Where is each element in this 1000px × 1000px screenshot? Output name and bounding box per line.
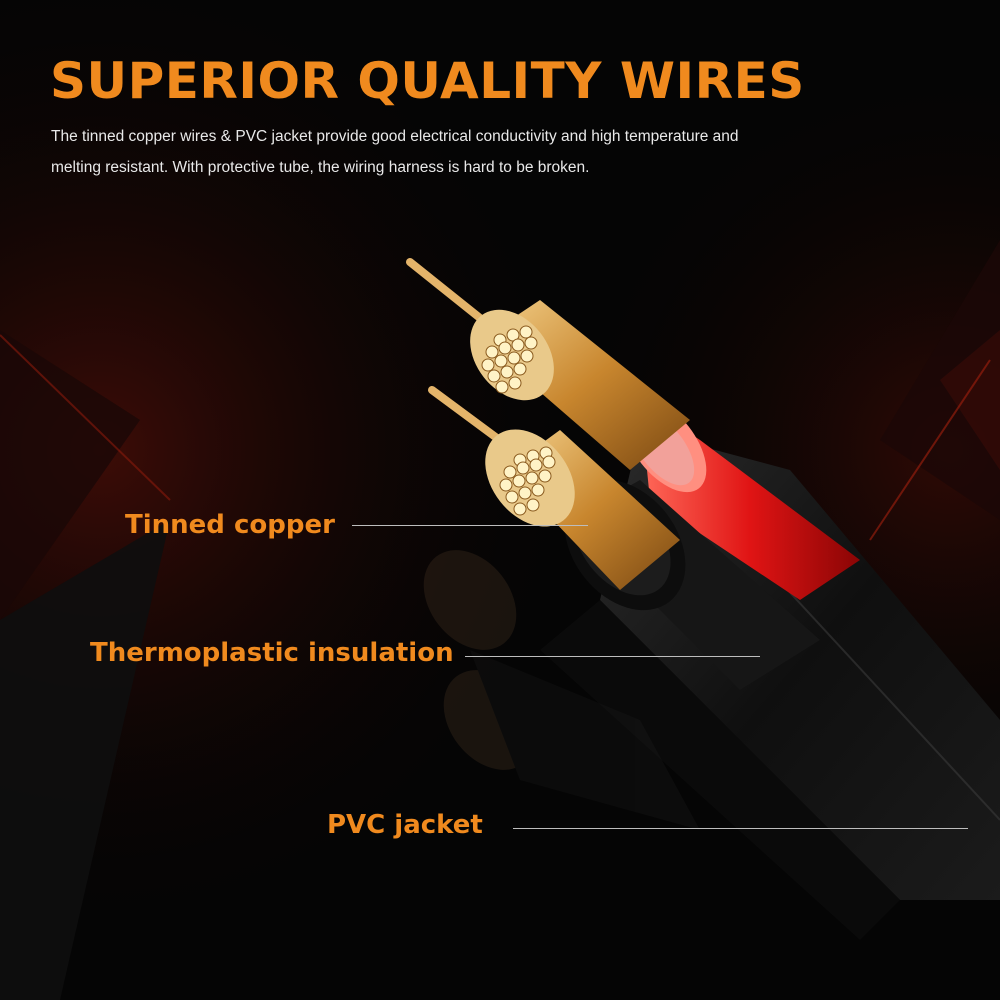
description-line-2: melting resistant. With protective tube,…	[51, 159, 590, 176]
label-pvc-jacket: PVC jacket	[327, 810, 483, 840]
label-insulation: Thermoplastic insulation	[90, 638, 454, 668]
background-edge-line	[0, 334, 171, 501]
background-shard	[0, 520, 170, 1000]
leader-line-insulation	[465, 656, 760, 657]
page-title: SUPERIOR QUALITY WIRES	[50, 52, 805, 110]
description-line-1: The tinned copper wires & PVC jacket pro…	[51, 128, 739, 145]
label-tinned-copper: Tinned copper	[125, 510, 335, 540]
leader-line-pvc-jacket	[513, 828, 968, 829]
leader-line-tinned-copper	[352, 525, 588, 526]
cable-reflection	[423, 550, 700, 830]
background-shard	[0, 330, 140, 620]
product-description: The tinned copper wires & PVC jacket pro…	[51, 121, 851, 183]
background-edge-line	[869, 359, 991, 541]
background-shard	[940, 330, 1000, 470]
upper-copper-bundle	[406, 258, 690, 470]
lower-copper-bundle	[428, 386, 680, 590]
